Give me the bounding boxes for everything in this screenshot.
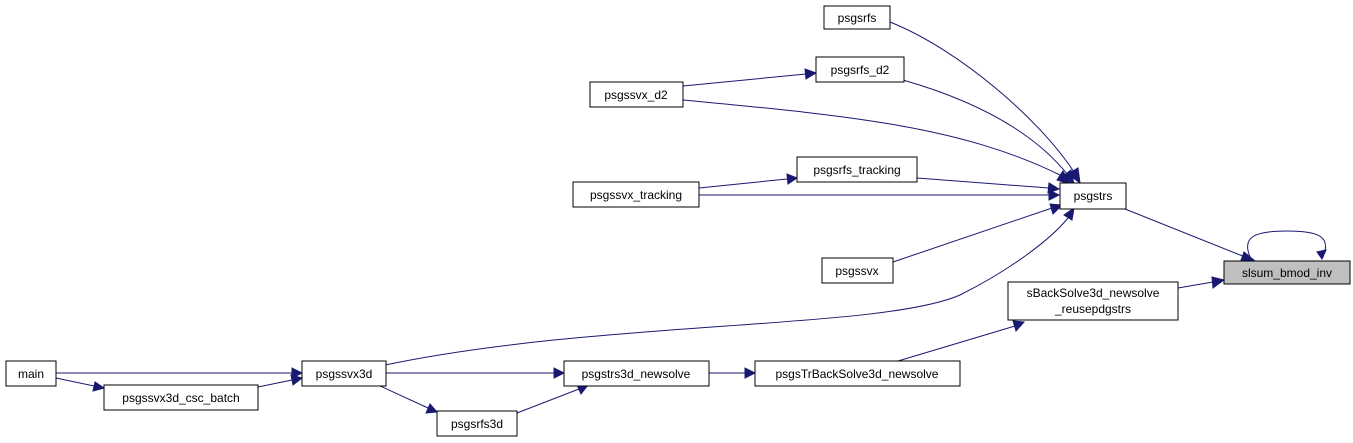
edge-main-to-csc-batch: [55, 377, 106, 392]
node-label: psgstrs3d_newsolve: [582, 367, 691, 381]
node-label: psgssvx_tracking: [590, 188, 682, 202]
edge-psgssvx-tracking-to-psgstrs: [699, 189, 1061, 201]
node-label: slsum_bmod_inv: [1242, 266, 1332, 280]
edge-psgssvx3d-to-psgstrs: [384, 206, 1075, 366]
node-psgsrfs[interactable]: psgsrfs: [823, 5, 891, 30]
edge-csc-batch-to-psgssvx3d: [257, 374, 304, 388]
edge-psgssvx-d2-to-psgsrfs-d2: [682, 68, 818, 87]
edge-psgssvx3d-to-psgstrs3d: [386, 367, 566, 379]
node-psgstrs3d-newsolve[interactable]: psgstrs3d_newsolve: [563, 360, 710, 387]
edge-psgstrs3d-to-psgstrback: [709, 367, 757, 379]
node-psgssvx-tracking[interactable]: psgssvx_tracking: [572, 181, 700, 208]
node-label: psgssvx3d: [316, 367, 373, 381]
edge-root-self: [1247, 230, 1327, 261]
edge-sback-to-root: [1177, 276, 1226, 289]
node-psgssvx[interactable]: psgssvx: [821, 257, 894, 284]
node-label: psgstrs: [1074, 189, 1113, 203]
node-label: psgssvx_d2: [604, 88, 668, 102]
node-label: psgsrfs3d: [451, 417, 503, 431]
node-label: psgsrfs_d2: [831, 63, 890, 77]
node-label: psgssvx: [835, 264, 878, 278]
edge-psgsrfs-tracking-to-psgstrs: [916, 177, 1061, 194]
edge-psgstrs-to-root: [1124, 208, 1257, 264]
node-label-line-1: sBackSolve3d_newsolve: [1027, 286, 1160, 300]
edge-psgssvx-d2-to-psgstrs: [682, 99, 1072, 185]
edge-psgstrback-to-sback: [897, 320, 1026, 362]
node-label: psgsrfs: [838, 11, 877, 25]
edge-psgsrfs-d2-to-psgstrs: [902, 79, 1075, 186]
node-psgsrfs3d[interactable]: psgsrfs3d: [436, 410, 518, 437]
node-label-line-2: _reusepdgstrs: [1054, 302, 1131, 316]
node-psgssvx3d-csc-batch[interactable]: psgssvx3d_csc_batch: [103, 384, 259, 411]
edge-psgssvx-tracking-to-psgsrfs-tracking: [698, 173, 799, 189]
node-label: psgsTrBackSolve3d_newsolve: [776, 367, 939, 381]
node-psgsrfs-tracking[interactable]: psgsrfs_tracking: [796, 156, 918, 183]
edge-psgsrfs3d-to-psgstrs3d: [516, 384, 590, 414]
edge-main-to-psgssvx3d: [56, 367, 304, 379]
node-psgsrfs-d2[interactable]: psgsrfs_d2: [815, 56, 905, 83]
edge-psgsrfs-to-psgstrs: [889, 21, 1081, 185]
node-slsum-bmod-inv[interactable]: slsum_bmod_inv: [1223, 260, 1351, 285]
node-psgstrs[interactable]: psgstrs: [1059, 182, 1127, 210]
edge-psgssvx-to-psgstrs: [892, 203, 1064, 263]
node-label: psgssvx3d_csc_batch: [122, 391, 239, 405]
node-label: psgsrfs_tracking: [813, 163, 900, 177]
node-main[interactable]: main: [5, 360, 57, 387]
node-sbacksolve3d-newsolve-reusepdgstrs[interactable]: sBackSolve3d_newsolve _reusepdgstrs: [1007, 281, 1179, 321]
node-label: main: [18, 367, 44, 381]
node-psgstrbacksolve3d-newsolve[interactable]: psgsTrBackSolve3d_newsolve: [754, 360, 961, 387]
edge-psgssvx3d-to-psgsrfs3d: [377, 384, 439, 414]
node-psgssvx-d2[interactable]: psgssvx_d2: [589, 81, 684, 108]
node-psgssvx3d[interactable]: psgssvx3d: [301, 360, 387, 387]
